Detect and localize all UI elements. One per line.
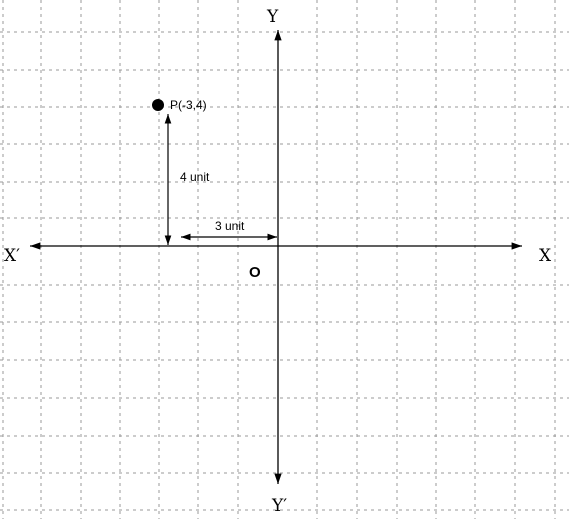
horizontal-distance-label: 3 unit [215,219,245,233]
vertical-distance-label: 4 unit [180,170,210,184]
x-axis-negative-label: X′ [4,246,20,266]
point-p-marker [152,99,164,111]
y-axis-positive-label: Y [266,7,279,27]
x-axis-positive-label: X [539,246,552,266]
origin-label: O [249,264,261,281]
point-p-label: P(-3,4) [170,98,207,112]
y-axis-negative-label: Y′ [271,496,287,516]
